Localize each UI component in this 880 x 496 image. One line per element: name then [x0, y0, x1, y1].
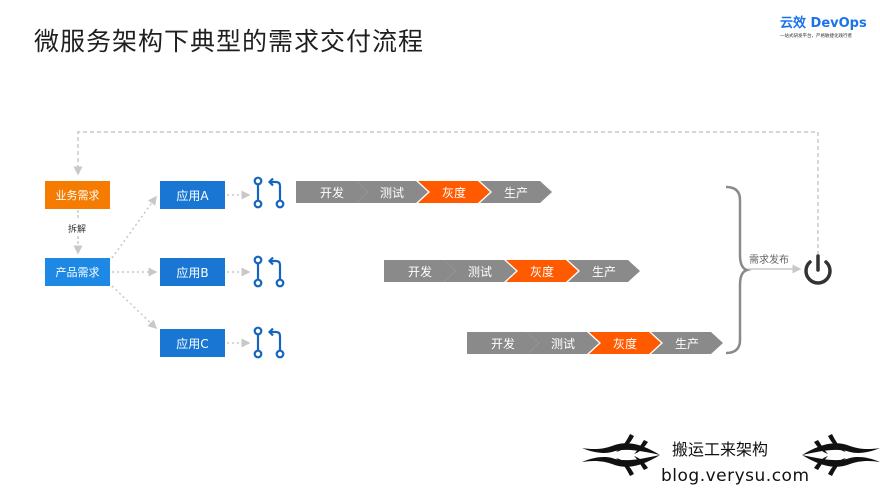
page-title: 微服务架构下典型的需求交付流程 [34, 27, 425, 56]
power-icon [804, 254, 832, 285]
product-to-app-c-line [111, 285, 158, 330]
stage-test: 测试 [527, 332, 599, 354]
product-to-app-a-line [111, 195, 157, 259]
footer-site-name: 搬运工来架构 [672, 440, 769, 459]
brand-logo: 云效 DevOps 一站式研发平台，严格敏捷化践行者 [780, 12, 880, 39]
app-c-box: 应用C [160, 329, 225, 357]
stage-dev: 开发 [384, 260, 456, 282]
git-pull-request-icon [253, 176, 285, 209]
footer-url[interactable]: blog.verysu.com [661, 466, 810, 486]
brand-tagline: 一站式研发平台，严格敏捷化践行者 [780, 34, 852, 39]
stage-dev: 开发 [467, 332, 539, 354]
stage-production: 生产 [651, 332, 723, 354]
stage-gray-release: 灰度 [506, 260, 578, 282]
split-label: 拆解 [68, 225, 87, 235]
feedback-loop-line [73, 131, 819, 255]
app-a-box: 应用A [160, 181, 225, 209]
stage-test: 测试 [444, 260, 516, 282]
stage-production: 生产 [480, 181, 552, 203]
stage-gray-release: 灰度 [589, 332, 661, 354]
tribal-ornament-icon [582, 434, 660, 476]
release-brace [725, 185, 752, 355]
business-requirement-box: 业务需求 [45, 181, 110, 209]
product-requirement-box: 产品需求 [45, 258, 110, 286]
brand-name: 云效 DevOps [780, 16, 867, 31]
stage-gray-release: 灰度 [418, 181, 490, 203]
git-pull-request-icon [253, 326, 285, 359]
stage-production: 生产 [568, 260, 640, 282]
app-b-box: 应用B [160, 258, 225, 286]
stage-dev: 开发 [296, 181, 368, 203]
git-pull-request-icon [253, 255, 285, 288]
release-label: 需求发布 [749, 255, 789, 266]
tribal-ornament-icon [802, 434, 880, 476]
stage-test: 测试 [356, 181, 428, 203]
